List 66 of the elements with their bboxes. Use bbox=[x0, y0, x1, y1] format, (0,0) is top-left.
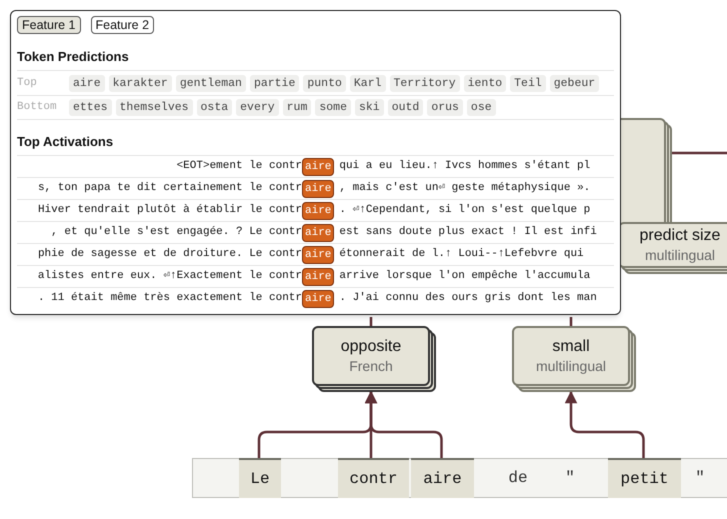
feature-subtitle: French bbox=[349, 357, 393, 375]
feature-tab: Feature 2 bbox=[90, 16, 154, 34]
context-text: Hiver tendrait plutôt à établir le contr bbox=[36, 203, 302, 218]
context-text: est sans doute plus exact ! Il est infi bbox=[339, 225, 597, 240]
token-chip: ettes bbox=[69, 99, 112, 116]
token-chip: gebeur bbox=[550, 74, 600, 92]
token-chip: orus bbox=[427, 99, 463, 116]
section-heading: Token Predictions bbox=[17, 48, 130, 66]
token-chip: Teil bbox=[510, 74, 546, 92]
token-cell: contr bbox=[338, 458, 409, 498]
token-chip: Karl bbox=[350, 74, 386, 92]
highlighted-token: aire bbox=[302, 224, 334, 242]
context-text: phie de sagesse et de droiture. Le contr bbox=[36, 247, 302, 262]
token-chip: Territory bbox=[390, 74, 460, 92]
section-heading: Top Activations bbox=[17, 133, 114, 151]
token-cell: aire bbox=[411, 458, 474, 498]
token-chip: rum bbox=[282, 99, 312, 116]
row-label: Bottom bbox=[17, 100, 58, 116]
context-text: . 11 était même très exactement le contr bbox=[36, 291, 302, 306]
token-strip bbox=[192, 458, 727, 498]
highlighted-token: aire bbox=[302, 180, 334, 198]
token-chip: karakter bbox=[108, 74, 172, 92]
token-cell: petit bbox=[608, 458, 681, 498]
token-chip: ose bbox=[466, 99, 496, 116]
context-text: , et qu'elle s'est engagée. ? Le contr bbox=[50, 225, 302, 240]
token-chip: punto bbox=[303, 74, 346, 92]
context-text: étonnerait de l.↑ Loui--↑Lefebvre qui bbox=[339, 247, 584, 262]
feature-subtitle: multilingual bbox=[644, 246, 716, 264]
token-text: " bbox=[685, 458, 715, 498]
feature-card-stack bbox=[618, 222, 727, 274]
feature-title: predict size bbox=[640, 226, 720, 246]
token-cell: Le bbox=[239, 458, 281, 498]
token-chip: ski bbox=[354, 99, 384, 116]
token-chip: outd bbox=[388, 99, 424, 116]
highlighted-token: aire bbox=[302, 246, 334, 264]
highlighted-token: aire bbox=[302, 158, 334, 176]
context-text: . ⏎↑Cependant, si l'on s'est quelque p bbox=[339, 203, 590, 218]
context-text: alistes entre eux. ⏎↑Exactement le contr bbox=[36, 269, 302, 284]
connector-arrow bbox=[364, 390, 443, 458]
feature-card-stack bbox=[512, 326, 636, 392]
context-text: qui a eu lieu.↑ Ivcs hommes s'étant pl bbox=[339, 159, 590, 174]
connector-arrow bbox=[564, 390, 645, 458]
feature-title: opposite bbox=[340, 337, 402, 357]
token-chip: themselves bbox=[116, 99, 193, 116]
highlighted-token: aire bbox=[302, 290, 334, 308]
token-chip: some bbox=[315, 99, 351, 116]
token-text: de bbox=[483, 458, 553, 498]
token-chip: gentleman bbox=[176, 74, 246, 92]
feature-subtitle: multilingual bbox=[536, 357, 606, 375]
token-chip: aire bbox=[69, 74, 105, 92]
row-label: Top bbox=[17, 76, 38, 91]
context-text: <EOT>ement le contr bbox=[176, 159, 302, 174]
context-text: . J'ai connu des ours gris dont les man bbox=[339, 291, 597, 306]
context-text: s, ton papa te dit certainement le contr bbox=[36, 181, 302, 196]
context-text: arrive lorsque l'on empêche l'accumula bbox=[339, 269, 590, 284]
highlighted-token: aire bbox=[302, 268, 334, 286]
context-text: , mais c'est un⏎ geste métaphysique ». bbox=[339, 181, 590, 196]
token-text: " bbox=[555, 458, 585, 498]
feature-card-stack bbox=[312, 326, 436, 392]
token-chip: osta bbox=[196, 99, 232, 116]
highlighted-token: aire bbox=[302, 202, 334, 220]
feature-tab: Feature 1 bbox=[17, 16, 81, 34]
token-chip: partie bbox=[250, 74, 300, 92]
token-chip: every bbox=[236, 99, 279, 116]
feature-title: small bbox=[552, 337, 590, 357]
token-chip: iento bbox=[464, 74, 506, 92]
